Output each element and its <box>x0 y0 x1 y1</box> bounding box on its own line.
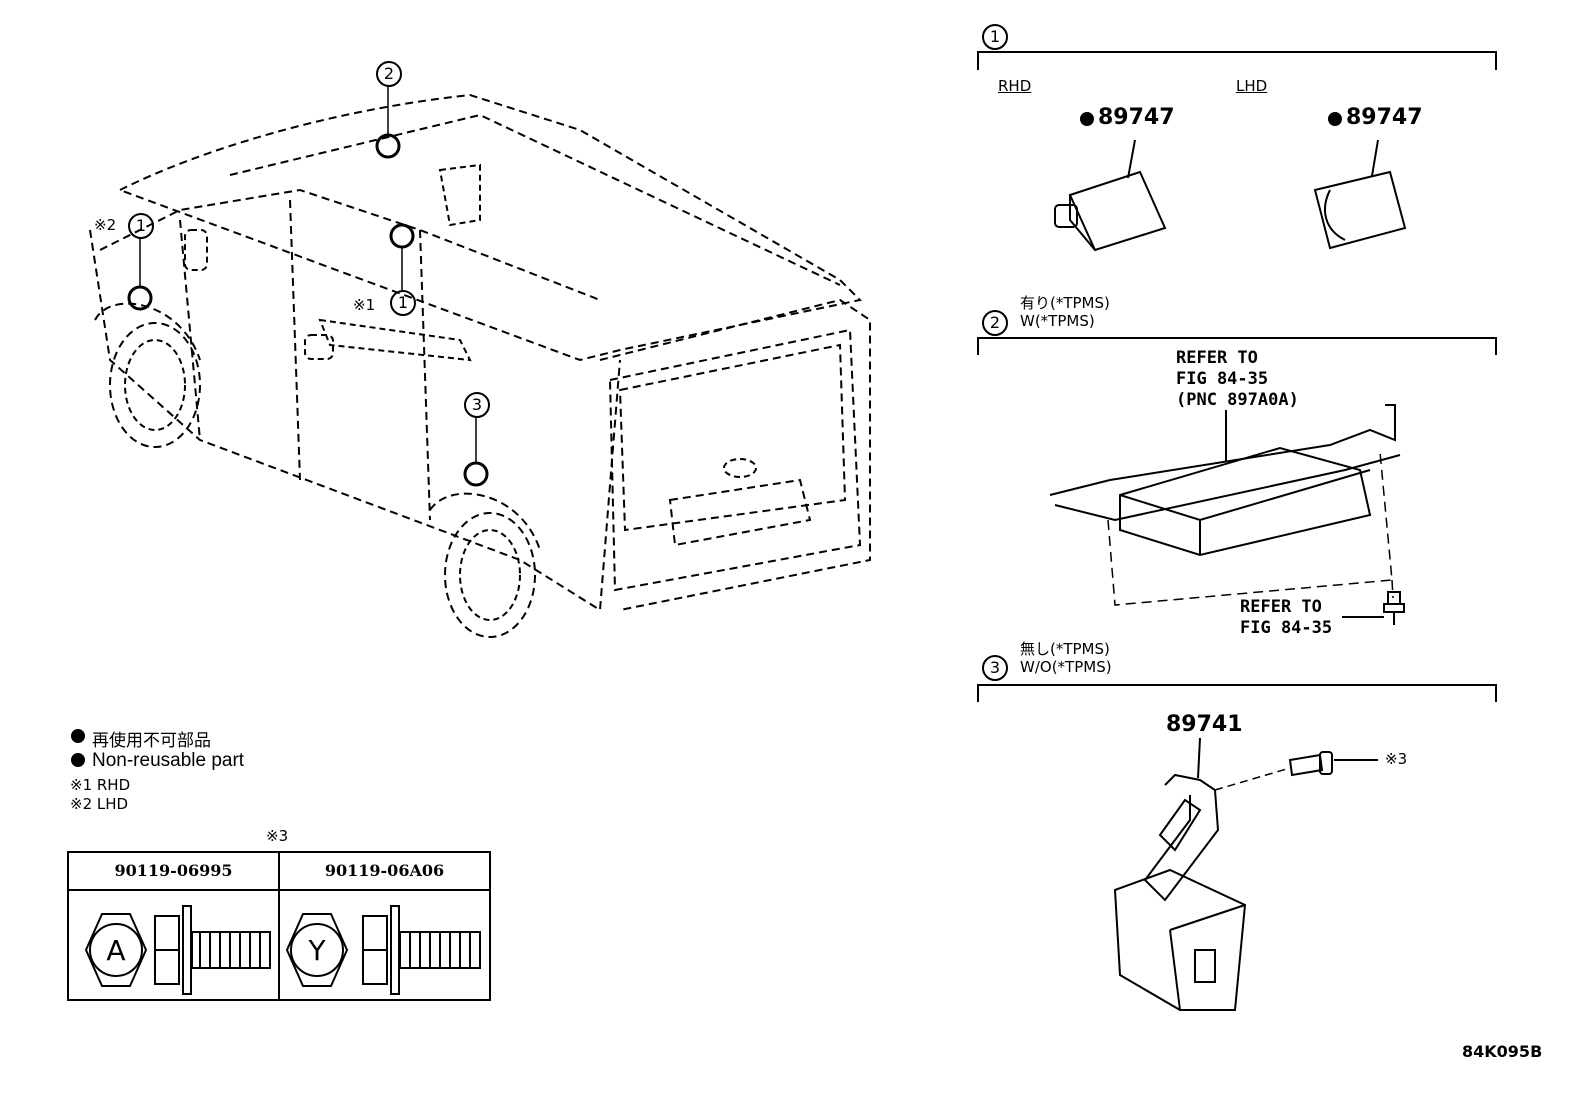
tpms-receiver-drawing <box>1049 404 1401 557</box>
refer-note-receiver-l2: FIG 84-35 <box>1176 369 1269 389</box>
lhd-label: LHD <box>1236 77 1268 95</box>
callout-1-rhd: 1 <box>390 290 416 316</box>
note-2-marker: ※2 <box>94 216 117 234</box>
callout-3-vehicle: 3 <box>464 392 490 418</box>
panel-2-title-en: W(*TPMS) <box>1020 312 1095 330</box>
dashed-assembly-lines <box>1107 451 1394 606</box>
sensor-locations <box>127 133 489 487</box>
callout-1-lhd: 1 <box>128 213 154 239</box>
figure-code: 84K095B <box>1462 1042 1543 1061</box>
refer-note-receiver-l1: REFER TO <box>1176 348 1258 368</box>
note-3-marker: ※3 <box>1385 750 1408 768</box>
bolt-header-1: 90119-06995 <box>114 861 233 880</box>
panel-frames <box>977 51 1497 702</box>
panel-3-number: 3 <box>982 655 1008 681</box>
sensor-rhd-drawing <box>1054 139 1167 252</box>
refer-note-receiver: REFER TO FIG 84-35 (PNC 897A0A) <box>1176 348 1299 411</box>
panel-3-title-en: W/O(*TPMS) <box>1020 658 1112 676</box>
bolt-panel2 <box>1342 591 1405 625</box>
refer-note-bolt-l1: REFER TO <box>1240 597 1322 617</box>
refer-note-bolt-l2: FIG 84-35 <box>1240 618 1333 638</box>
legend-nonreusable-en: Non-reusable part <box>92 750 245 771</box>
bracket-module-drawing <box>1113 737 1247 1011</box>
panel-3-title-jp: 無し(*TPMS) <box>1020 640 1110 658</box>
legend-nonreusable-jp: 再使用不可部品 <box>92 731 211 750</box>
rhd-label: RHD <box>998 77 1032 95</box>
bolt-mark-a: A <box>106 934 126 967</box>
refer-note-bolt: REFER TO FIG 84-35 <box>1240 597 1332 639</box>
part-number-module: 89741 <box>1166 712 1243 737</box>
refer-note-receiver-l3: (PNC 897A0A) <box>1176 390 1299 410</box>
bolt-table-title: ※3 <box>266 827 289 845</box>
note-1-marker: ※1 <box>353 296 376 314</box>
legend-note-1: ※1 RHD <box>70 776 131 794</box>
bolt-table-frame <box>67 851 491 1001</box>
callout-leaders <box>139 86 477 463</box>
bolt-header-2: 90119-06A06 <box>324 861 445 880</box>
panel-2-title-jp: 有り(*TPMS) <box>1020 294 1110 312</box>
sensor-lhd-drawing <box>1313 139 1407 250</box>
callout-2-vehicle: 2 <box>376 61 402 87</box>
vehicle-illustration <box>89 93 871 638</box>
bolt-drawings <box>84 905 481 995</box>
panel-1-number: 1 <box>982 24 1008 50</box>
part-number-lhd: 89747 <box>1346 105 1423 130</box>
legend-note-2: ※2 LHD <box>70 795 129 813</box>
dashed-bolt-path <box>1214 767 1291 791</box>
bolt-panel3 <box>1288 751 1378 777</box>
panel-2-number: 2 <box>982 310 1008 336</box>
bolt-mark-y: Y <box>308 934 326 967</box>
part-number-rhd: 89747 <box>1098 105 1175 130</box>
legend-dots <box>71 729 85 767</box>
nonreusable-dots <box>1080 112 1342 126</box>
